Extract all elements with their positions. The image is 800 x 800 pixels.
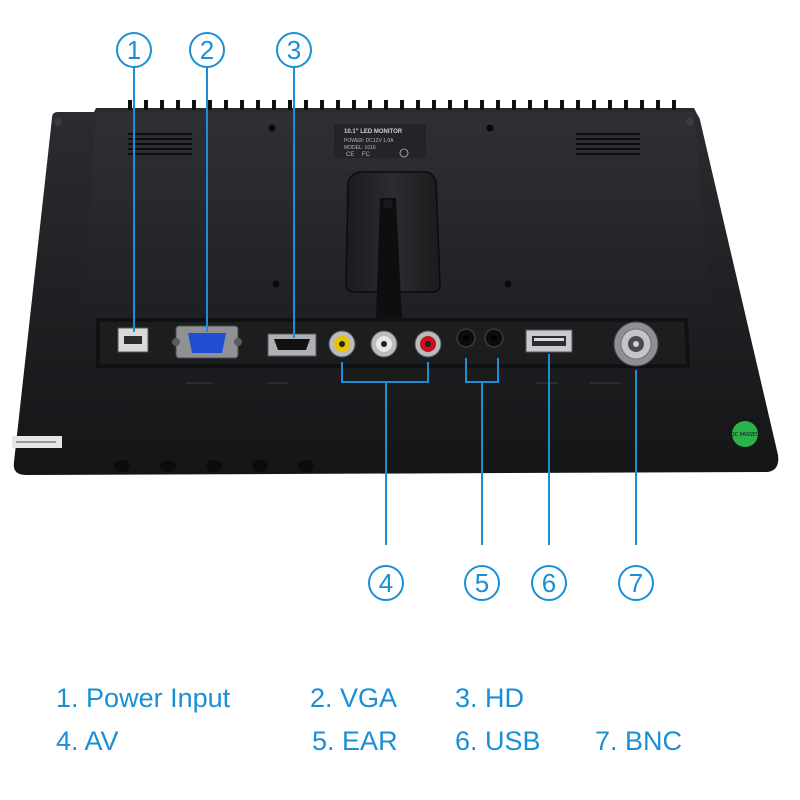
callout-6: 6 [531, 565, 567, 601]
callout-4: 4 [368, 565, 404, 601]
legend-item-bnc: 7. BNC [595, 726, 682, 757]
legend-item-ear: 5. EAR [312, 726, 398, 757]
qc-sticker: QC PASSED [731, 421, 760, 447]
callout-2-number: 2 [200, 35, 214, 65]
bnc-port [613, 321, 659, 367]
legend-item-power-input: 1. Power Input [56, 683, 230, 714]
connector-panel [96, 318, 690, 384]
av-rca-ports [328, 330, 442, 358]
hd-port [267, 333, 317, 357]
legend-label: Power Input [86, 683, 231, 713]
model-label-line1: 10.1" LED MONITOR [344, 129, 403, 135]
callout-1: 1 [116, 32, 152, 68]
stand-mount [345, 171, 441, 320]
ear-jacks [456, 328, 504, 348]
callout-1-number: 1 [127, 35, 141, 65]
legend-label: VGA [340, 683, 398, 713]
callout-5: 5 [464, 565, 500, 601]
legend-number: 4. [56, 726, 79, 756]
callout-7: 7 [618, 565, 654, 601]
serial-sticker [12, 436, 62, 448]
usb-port [525, 329, 573, 353]
legend-item-hd: 3. HD [455, 683, 524, 714]
callout-6-number: 6 [542, 568, 556, 598]
top-vent-fins [128, 100, 676, 110]
legend-number: 6. [455, 726, 478, 756]
model-label: 10.1" LED MONITOR POWER: DC12V 1.0A MODE… [334, 124, 426, 158]
qc-sticker-text: QC PASSED [731, 432, 760, 438]
bottom-buttons [114, 460, 314, 472]
callout-5-number: 5 [475, 568, 489, 598]
legend-label: EAR [342, 726, 398, 756]
legend-number: 3. [455, 683, 478, 713]
callout-4-number: 4 [379, 568, 393, 598]
legend-label: HD [485, 683, 525, 713]
legend-number: 7. [595, 726, 618, 756]
callout-3: 3 [276, 32, 312, 68]
legend-item-av: 4. AV [56, 726, 119, 757]
callout-7-number: 7 [629, 568, 643, 598]
legend-label: USB [485, 726, 541, 756]
svg-text:CE: CE [346, 152, 354, 158]
callout-2: 2 [189, 32, 225, 68]
legend-label: BNC [625, 726, 683, 756]
model-label-line2: POWER: DC12V 1.0A [344, 138, 394, 144]
callout-lines [133, 66, 637, 545]
legend-item-usb: 6. USB [455, 726, 541, 757]
legend-number: 1. [56, 683, 79, 713]
legend-item-vga: 2. VGA [310, 683, 397, 714]
speaker-grille-right [576, 133, 640, 155]
model-label-line3: MODEL: 1016 [344, 145, 376, 151]
legend-number: 2. [310, 683, 333, 713]
legend-label: AV [84, 726, 119, 756]
legend-number: 5. [312, 726, 335, 756]
power-input-port [117, 327, 149, 353]
vga-port [172, 325, 242, 359]
speaker-grille-left [128, 133, 192, 155]
svg-text:FC: FC [362, 152, 371, 158]
callout-3-number: 3 [287, 35, 301, 65]
